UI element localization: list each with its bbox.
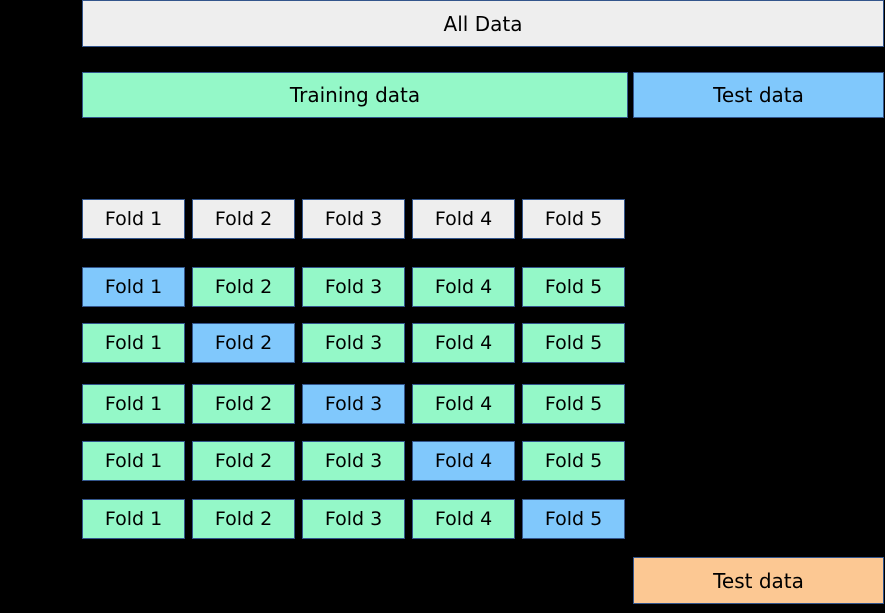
fold-cell-label: Fold 2 [214, 393, 273, 415]
fold-row-split-2: Fold 1 Fold 2 Fold 3 Fold 4 Fold 5 [82, 323, 627, 363]
bottom-test-data-label: Test data [713, 568, 804, 593]
fold-cell-label: Fold 3 [324, 393, 383, 415]
fold-row-split-1: Fold 1 Fold 2 Fold 3 Fold 4 Fold 5 [82, 267, 627, 307]
fold-cell-split-1-fold-5: Fold 5 [522, 267, 625, 307]
fold-cell-split-2-fold-3: Fold 3 [302, 323, 405, 363]
fold-cell-split-1-fold-2: Fold 2 [192, 267, 295, 307]
fold-cell-split-2-fold-5: Fold 5 [522, 323, 625, 363]
fold-cell-label: Fold 3 [324, 508, 383, 530]
fold-cell-folds-row-unassigned-fold-4: Fold 4 [412, 199, 515, 239]
fold-cell-split-5-fold-1: Fold 1 [82, 499, 185, 539]
fold-cell-label: Fold 2 [214, 450, 273, 472]
fold-cell-folds-row-unassigned-fold-2: Fold 2 [192, 199, 295, 239]
fold-cell-label: Fold 2 [214, 208, 273, 230]
fold-cell-split-2-fold-4: Fold 4 [412, 323, 515, 363]
fold-cell-split-4-fold-1: Fold 1 [82, 441, 185, 481]
fold-cell-label: Fold 5 [544, 393, 603, 415]
bottom-test-data-box: Test data [633, 557, 884, 604]
fold-row-split-5: Fold 1 Fold 2 Fold 3 Fold 4 Fold 5 [82, 499, 627, 539]
fold-cell-split-3-fold-4: Fold 4 [412, 384, 515, 424]
training-data-label: Training data [289, 83, 421, 107]
fold-cell-label: Fold 2 [214, 276, 273, 298]
fold-cell-label: Fold 3 [324, 208, 383, 230]
fold-cell-label: Fold 4 [434, 208, 493, 230]
fold-cell-label: Fold 1 [104, 508, 163, 530]
fold-row-folds-row-unassigned: Fold 1 Fold 2 Fold 3 Fold 4 Fold 5 [82, 199, 627, 239]
fold-cell-split-1-fold-1: Fold 1 [82, 267, 185, 307]
training-data-bar: Training data [82, 72, 628, 118]
fold-cell-folds-row-unassigned-fold-5: Fold 5 [522, 199, 625, 239]
fold-cell-split-5-fold-4: Fold 4 [412, 499, 515, 539]
fold-cell-label: Fold 1 [104, 393, 163, 415]
fold-row-split-3: Fold 1 Fold 2 Fold 3 Fold 4 Fold 5 [82, 384, 627, 424]
fold-cell-label: Fold 4 [434, 393, 493, 415]
test-data-bar: Test data [633, 72, 884, 118]
fold-cell-split-1-fold-4: Fold 4 [412, 267, 515, 307]
fold-cell-split-5-fold-5: Fold 5 [522, 499, 625, 539]
fold-cell-folds-row-unassigned-fold-3: Fold 3 [302, 199, 405, 239]
fold-cell-label: Fold 5 [544, 276, 603, 298]
fold-cell-label: Fold 5 [544, 508, 603, 530]
fold-cell-label: Fold 1 [104, 332, 163, 354]
fold-cell-label: Fold 4 [434, 450, 493, 472]
fold-cell-label: Fold 5 [544, 332, 603, 354]
fold-cell-folds-row-unassigned-fold-1: Fold 1 [82, 199, 185, 239]
fold-cell-label: Fold 4 [434, 276, 493, 298]
fold-cell-label: Fold 3 [324, 332, 383, 354]
fold-cell-split-1-fold-3: Fold 3 [302, 267, 405, 307]
fold-cell-split-4-fold-5: Fold 5 [522, 441, 625, 481]
fold-cell-split-5-fold-3: Fold 3 [302, 499, 405, 539]
all-data-bar: All Data [82, 0, 884, 47]
fold-cell-split-2-fold-2: Fold 2 [192, 323, 295, 363]
fold-cell-label: Fold 3 [324, 276, 383, 298]
fold-cell-split-4-fold-2: Fold 2 [192, 441, 295, 481]
fold-cell-split-4-fold-3: Fold 3 [302, 441, 405, 481]
fold-cell-label: Fold 2 [214, 508, 273, 530]
fold-cell-label: Fold 3 [324, 450, 383, 472]
fold-cell-label: Fold 2 [214, 332, 273, 354]
fold-cell-label: Fold 1 [104, 276, 163, 298]
fold-cell-split-3-fold-1: Fold 1 [82, 384, 185, 424]
fold-cell-label: Fold 5 [544, 208, 603, 230]
fold-cell-split-3-fold-2: Fold 2 [192, 384, 295, 424]
test-data-label: Test data [713, 83, 804, 107]
fold-cell-label: Fold 4 [434, 508, 493, 530]
fold-cell-split-3-fold-5: Fold 5 [522, 384, 625, 424]
fold-cell-label: Fold 1 [104, 208, 163, 230]
fold-row-split-4: Fold 1 Fold 2 Fold 3 Fold 4 Fold 5 [82, 441, 627, 481]
fold-cell-label: Fold 1 [104, 450, 163, 472]
fold-cell-split-5-fold-2: Fold 2 [192, 499, 295, 539]
fold-cell-label: Fold 5 [544, 450, 603, 472]
fold-cell-split-2-fold-1: Fold 1 [82, 323, 185, 363]
fold-cell-split-4-fold-4: Fold 4 [412, 441, 515, 481]
all-data-label: All Data [443, 11, 523, 36]
fold-cell-split-3-fold-3: Fold 3 [302, 384, 405, 424]
fold-cell-label: Fold 4 [434, 332, 493, 354]
